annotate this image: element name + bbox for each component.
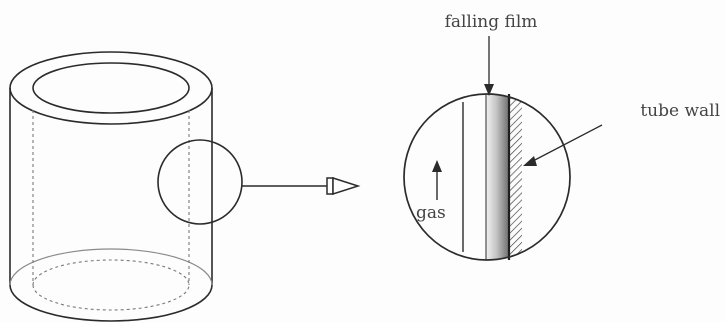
magnify-region-circle <box>157 139 243 225</box>
tube-bottom-back-edge <box>9 248 213 286</box>
tube-wall-label: tube wall <box>640 101 720 121</box>
tube-top-outer-rim <box>9 51 213 125</box>
tube-bottom-front-edge <box>9 284 213 322</box>
magnify-pointer-arrow <box>242 176 361 196</box>
gas-flow-arrow <box>432 160 442 200</box>
falling-film-layer <box>486 94 509 260</box>
tube-hidden-inner-lines <box>32 110 190 311</box>
tube-wall-pointer-arrow <box>523 124 603 166</box>
tube-top-inner-rim <box>32 62 190 114</box>
zoom-circle-outline <box>403 93 571 261</box>
tube-wall-hatch <box>509 94 522 260</box>
zoom-detail-view <box>403 93 571 261</box>
falling-film-pointer-arrow <box>484 36 494 96</box>
tube-cylinder <box>9 51 213 322</box>
gas-label: gas <box>416 203 446 223</box>
falling-film-label: falling film <box>445 12 538 32</box>
